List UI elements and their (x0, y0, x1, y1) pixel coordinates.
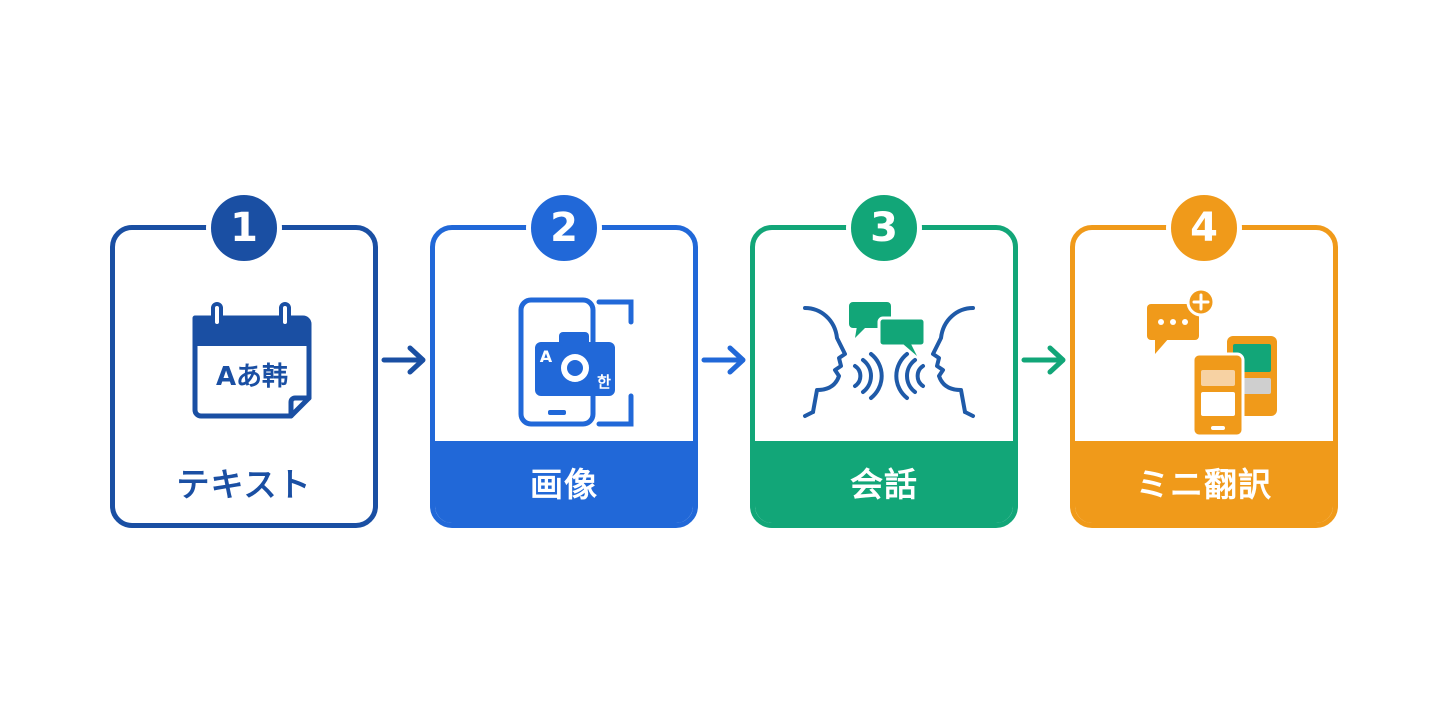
step-number-badge: 3 (846, 190, 922, 266)
step-card-image: A 한 画像 (430, 225, 698, 528)
icon-text-multilingual: Aあ韩 (216, 362, 288, 392)
step-label: 画像 (435, 441, 693, 523)
step-icon-area: Aあ韩 (115, 230, 373, 452)
step-icon-area: A 한 (435, 230, 693, 452)
step-card-mini-translate: ミニ翻訳 (1070, 225, 1338, 528)
conversation-faces-icon (803, 302, 975, 418)
step-number-badge: 4 (1166, 190, 1242, 266)
step-label: 会話 (755, 441, 1013, 523)
step-label: ミニ翻訳 (1075, 441, 1333, 523)
phone-camera-icon: A 한 (518, 297, 634, 427)
arrow-right-icon (381, 345, 426, 375)
icon-letter-hangul: 한 (597, 373, 611, 391)
mini-translate-devices-icon (1147, 287, 1277, 438)
step-number-badge: 2 (526, 190, 602, 266)
step-card-text: Aあ韩 テキスト (110, 225, 378, 528)
icon-letter-a: A (540, 347, 553, 366)
step-icon-area (755, 230, 1013, 452)
step-number-badge: 1 (206, 190, 282, 266)
step-label: テキスト (176, 465, 312, 504)
step-card-conversation: 会話 (750, 225, 1018, 528)
step-icon-area (1075, 230, 1333, 452)
calendar-translate-icon: Aあ韩 (192, 302, 312, 419)
arrow-right-icon (1021, 345, 1066, 375)
arrow-right-icon (701, 345, 746, 375)
